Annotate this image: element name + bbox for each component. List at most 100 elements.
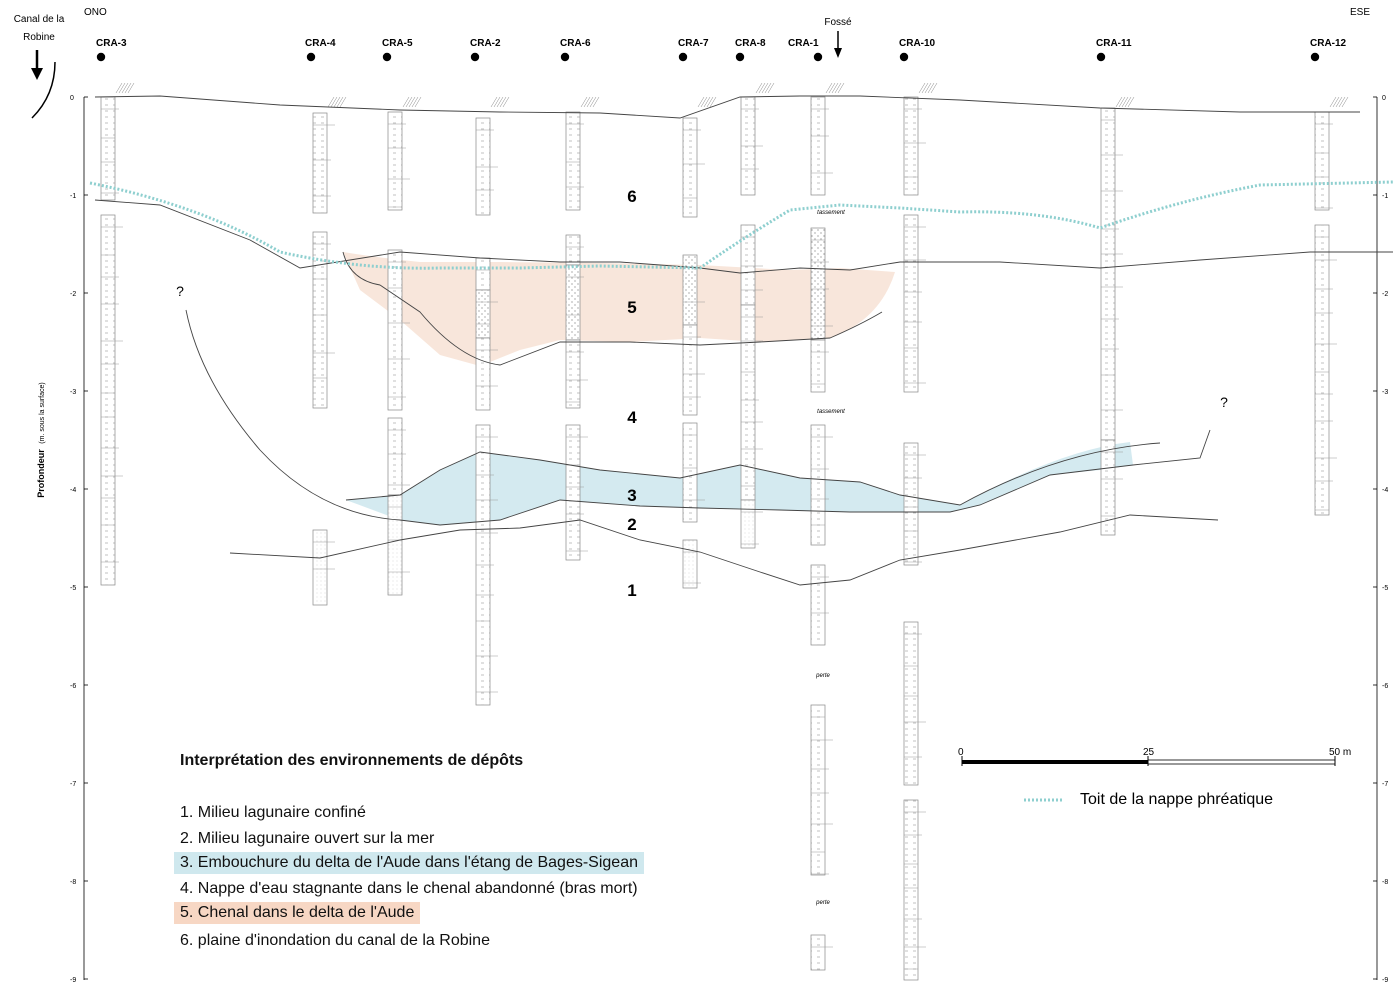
depth-tick-right: 0 [1382, 95, 1386, 102]
depth-tick-right: -8 [1382, 879, 1388, 886]
depth-tick-left: -7 [70, 781, 76, 788]
grain-scale-tick [496, 96, 504, 108]
depth-tick-right: -9 [1382, 977, 1388, 984]
borehole-label: CRA-10 [899, 38, 936, 49]
direction-right: ESE [1350, 7, 1370, 18]
depth-tick-right: -3 [1382, 389, 1388, 396]
column-segment-texture [476, 290, 490, 338]
grain-scale-tick [493, 96, 501, 108]
borehole-dot [1096, 52, 1106, 62]
borehole-label: CRA-11 [1096, 38, 1132, 49]
borehole-dot [735, 52, 745, 62]
column-segment-texture [388, 495, 402, 595]
column-segment-texture [101, 215, 115, 585]
depth-tick-left: -8 [70, 879, 76, 886]
grain-scale-tick [502, 96, 510, 108]
column-segment-texture [1101, 440, 1115, 535]
grain-scale-tick [121, 82, 129, 94]
legend-title: Interprétation des environnements de dép… [180, 752, 524, 769]
grain-scale-tick [402, 96, 410, 108]
column-segment-texture [566, 340, 580, 408]
grain-scale-tick [837, 82, 845, 94]
tassement-2: tassement [817, 409, 845, 415]
borehole-column [1100, 96, 1135, 536]
column-segment-texture [566, 425, 580, 560]
question-mark-right: ? [1220, 394, 1228, 410]
depth-axis-right: 0-1-2-3-4-5-6-7-8-9 [1373, 95, 1388, 984]
unit-label-4: 4 [627, 408, 637, 427]
grain-scale-tick [761, 82, 769, 94]
grain-scale-tick [828, 82, 836, 94]
borehole-label: CRA-4 [305, 38, 336, 49]
column-segment-texture [741, 225, 755, 305]
borehole-dot [813, 52, 823, 62]
borehole-label: CRA-1 [788, 38, 819, 49]
legend-item-2: 2. Milieu lagunaire ouvert sur la mer [180, 830, 435, 847]
depth-tick-left: -9 [70, 977, 76, 984]
borehole-column [682, 96, 717, 589]
borehole-dot [306, 52, 316, 62]
line-5-base [342, 251, 883, 366]
grain-scale-tick [336, 96, 344, 108]
depth-tick-left: 0 [70, 95, 74, 102]
column-segment-texture [683, 423, 697, 522]
canal-label-line1: Canal de la [14, 14, 65, 25]
question-mark-left: ? [176, 283, 184, 299]
depth-tick-right: -4 [1382, 487, 1388, 494]
depth-tick-left: -3 [70, 389, 76, 396]
scale-mid: 25 [1143, 747, 1155, 758]
column-segment-texture [388, 418, 402, 495]
column-segment-texture [683, 540, 697, 588]
column-segment-texture [313, 232, 327, 408]
grain-scale-tick [927, 82, 935, 94]
line-4-3 [345, 442, 1161, 506]
borehole-label: CRA-7 [678, 38, 709, 49]
axis-title: Profondeur (m. sous la surface) [36, 382, 46, 497]
scale-bar: 0 25 50 m [958, 747, 1351, 766]
unit-label-2: 2 [627, 515, 636, 534]
borehole-label: CRA-12 [1310, 38, 1347, 49]
grain-scale-tick [1341, 96, 1349, 108]
grain-scale-tick [499, 96, 507, 108]
depth-tick-left: -5 [70, 585, 76, 592]
column-segment-texture [476, 258, 490, 290]
grain-scale-tick [127, 82, 135, 94]
grain-scale-tick [825, 82, 833, 94]
grain-scale-tick [1124, 96, 1132, 108]
direction-left: ONO [84, 7, 107, 18]
depth-tick-right: -7 [1382, 781, 1388, 788]
unit-label-6: 6 [627, 187, 636, 206]
grain-scale-tick [124, 82, 132, 94]
grain-scale-tick [408, 96, 416, 108]
column-segment-texture [904, 622, 918, 785]
correlation-lines [94, 95, 1393, 586]
grain-scale-tick [1329, 96, 1337, 108]
grain-scale-tick [1332, 96, 1340, 108]
perte-2: perte [815, 900, 830, 906]
depth-tick-right: -1 [1382, 193, 1388, 200]
borehole-column [475, 96, 510, 706]
column-segment-texture [566, 265, 580, 340]
unit-label-3: 3 [627, 486, 636, 505]
column-segment-texture [683, 118, 697, 217]
borehole-dot [899, 52, 909, 62]
column-segment-texture [476, 118, 490, 215]
column-segment-texture [1315, 112, 1329, 210]
borehole-columns [100, 82, 1349, 981]
grain-scale-tick [697, 96, 705, 108]
column-segment-texture [904, 97, 918, 195]
water-table-legend: Toit de la nappe phréatique [1024, 791, 1273, 808]
borehole-column [1314, 96, 1349, 516]
grain-scale-tick [490, 96, 498, 108]
depth-tick-right: -2 [1382, 291, 1388, 298]
column-segment-texture [1101, 108, 1115, 440]
grain-scale-tick [834, 82, 842, 94]
scale-end: 50 m [1329, 747, 1351, 758]
grain-scale-tick [924, 82, 932, 94]
unit-3-area [346, 442, 1133, 525]
column-segment-texture [904, 443, 918, 565]
borehole-dot [1310, 52, 1320, 62]
borehole-dot [382, 52, 392, 62]
borehole-column [903, 82, 938, 981]
